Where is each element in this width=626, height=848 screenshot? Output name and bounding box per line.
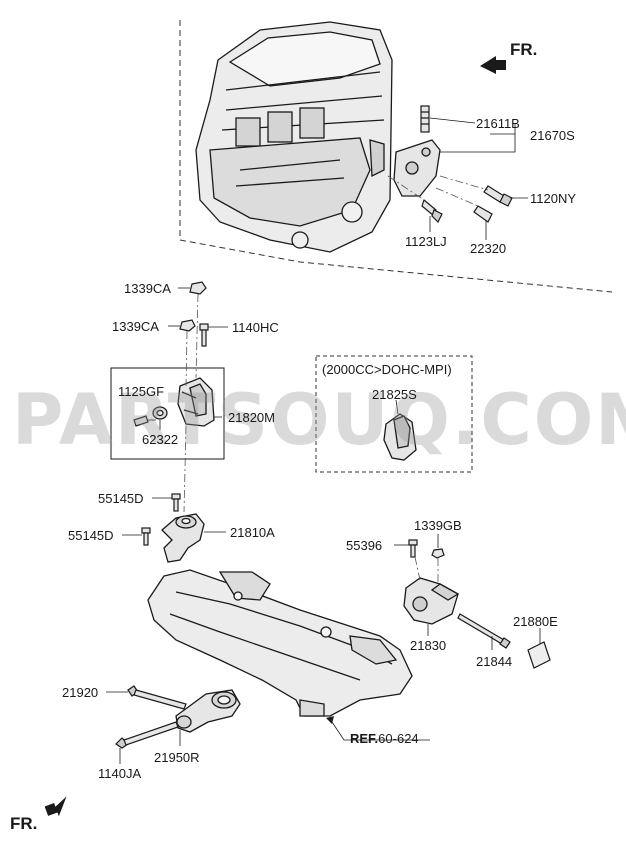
part-label-55145D-top[interactable]: 55145D <box>98 491 144 506</box>
part-label-21950R[interactable]: 21950R <box>154 750 200 765</box>
nut-1339CA-mid <box>179 319 196 332</box>
bolt-55145D-bot <box>141 527 151 546</box>
bolt-1140HC <box>199 323 209 347</box>
option-leader-line <box>395 399 399 415</box>
bolt-1125GF <box>133 415 149 427</box>
left-mount-dash-lines <box>183 293 199 513</box>
subframe <box>147 569 413 717</box>
reference-label: REF.60-624 <box>350 731 419 746</box>
reference-prefix: REF. <box>350 731 379 746</box>
part-label-55396[interactable]: 55396 <box>346 538 383 553</box>
mount-21830-dash-lines <box>414 556 439 582</box>
part-label-1140JA[interactable]: 1140JA <box>98 766 142 781</box>
bushing-62322 <box>152 406 168 420</box>
fr-label-top: FR. <box>510 40 538 59</box>
rod-21950R <box>175 689 241 733</box>
bolt-55145D-top <box>171 493 181 512</box>
bolt-1140JA <box>115 721 179 749</box>
rod-leaders <box>106 691 181 764</box>
nut-1339GB <box>431 548 445 559</box>
part-label-1339CA-mid[interactable]: 1339CA <box>112 319 159 334</box>
mount-21825S <box>383 413 417 461</box>
part-label-21825S[interactable]: 21825S <box>372 387 417 402</box>
engine-section-boundary <box>179 20 613 293</box>
mount-21810A-leaders <box>122 497 226 536</box>
fr-arrow-bottom-icon <box>44 796 67 817</box>
bolt-21920 <box>127 685 187 710</box>
part-label-21920[interactable]: 21920 <box>62 685 99 700</box>
ref-arrow-icon <box>326 716 430 741</box>
bolt-21844 <box>457 613 511 649</box>
bolt-22320 <box>473 205 493 223</box>
part-label-21830[interactable]: 21830 <box>410 638 447 653</box>
part-label-21820M[interactable]: 21820M <box>228 410 275 425</box>
part-label-21844[interactable]: 21844 <box>476 654 513 669</box>
part-label-22320[interactable]: 22320 <box>470 241 507 256</box>
part-label-21670S[interactable]: 21670S <box>530 128 575 143</box>
part-label-62322[interactable]: 62322 <box>142 432 179 447</box>
nut-1339CA-top <box>189 281 207 295</box>
fr-arrow-top-icon <box>480 56 506 74</box>
mount-21830 <box>403 577 460 625</box>
bolt-55396 <box>408 539 418 558</box>
part-label-1123LJ[interactable]: 1123LJ <box>405 234 447 249</box>
mount-21830-leaders <box>394 534 541 650</box>
engine-dash-dot-lines <box>387 175 489 207</box>
reference-number: 60-624 <box>378 731 419 746</box>
part-label-1339GB[interactable]: 1339GB <box>414 518 462 533</box>
bolt-1123LJ <box>421 198 443 224</box>
part-label-21880E[interactable]: 21880E <box>513 614 558 629</box>
part-label-1339CA-top[interactable]: 1339CA <box>124 281 171 296</box>
part-label-55145D-bot[interactable]: 55145D <box>68 528 114 543</box>
option-box-frame <box>315 355 473 473</box>
stud-21611B <box>420 105 430 133</box>
option-box-caption: (2000CC>DOHC-MPI) <box>322 362 452 377</box>
left-mount-leader-lines <box>148 287 228 430</box>
bracket-21670S <box>393 139 441 197</box>
bolt-1120NY <box>483 185 513 207</box>
part-label-1120NY[interactable]: 1120NY <box>530 191 577 206</box>
cover-21880E <box>527 641 551 669</box>
engine-leader-lines <box>429 117 528 240</box>
part-label-1140HC[interactable]: 1140HC <box>232 320 279 335</box>
part-label-1125GF[interactable]: 1125GF <box>118 384 165 399</box>
fr-label-bottom: FR. <box>10 814 38 833</box>
part-label-21611B[interactable]: 21611B <box>476 116 520 131</box>
part-label-21810A[interactable]: 21810A <box>230 525 275 540</box>
mount-21820M-box <box>110 367 225 460</box>
mount-21810A <box>161 513 205 563</box>
mount-21820M <box>177 377 215 427</box>
engine-block <box>195 21 393 253</box>
